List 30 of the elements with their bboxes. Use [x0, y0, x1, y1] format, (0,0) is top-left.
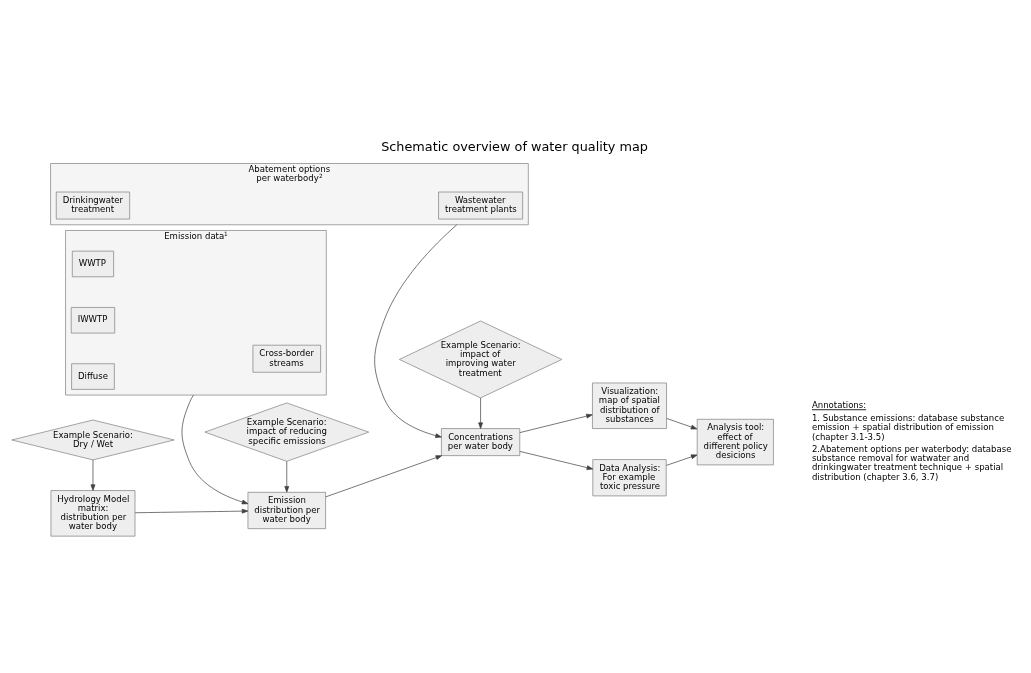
arrow [181, 394, 249, 504]
arrow [478, 397, 483, 429]
arrow [519, 450, 594, 470]
arrow [374, 223, 458, 438]
node-box: Hydrology Model matrix: distribution per water body [50, 489, 136, 536]
label: 1. Substance emissions: database substance emission + spatial distribution of emission (chapter 3.1-3.5) [811, 412, 1005, 442]
label: 2.Abatement options per waterbody: database substance removal for watwater and drinkingwater treatment technique + spatial distribution (chapter 3.6, 3.7) [811, 443, 1012, 482]
node-box: Data Analysis: For example toxic pressure [592, 458, 667, 496]
arrow [666, 454, 698, 466]
label: Annotations: [811, 399, 867, 410]
node-diamond: Example Scenario: impact of reducing specific emissions [204, 402, 370, 462]
node-box: Analysis tool: effect of different policy desicions [696, 418, 774, 465]
diagram-title: Schematic overview of water quality map [381, 138, 648, 154]
node-box: Wastewater treatment plants [438, 191, 523, 219]
arrow [666, 417, 698, 429]
node-box: Cross-border streams [252, 344, 321, 373]
arrow [325, 454, 443, 497]
node-box: Concentrations per water body [441, 427, 521, 456]
node-box: Emission distribution per water body [247, 491, 326, 529]
node-diamond: Example Scenario: Dry / Wet [11, 419, 175, 460]
arrow [519, 413, 593, 433]
node-box: WWTP [71, 250, 114, 277]
node-box: Visualization: map of spatial distribution of substances [592, 382, 667, 429]
arrow [284, 460, 290, 492]
node-box: Diffuse [71, 362, 115, 390]
arrow [90, 459, 96, 491]
node-box: IWWTP [70, 306, 116, 333]
node-diamond: Example Scenario: impact of improving water treatment [399, 320, 563, 398]
arrow [134, 508, 249, 513]
node-box: Drinkingwater treatment [55, 191, 131, 219]
